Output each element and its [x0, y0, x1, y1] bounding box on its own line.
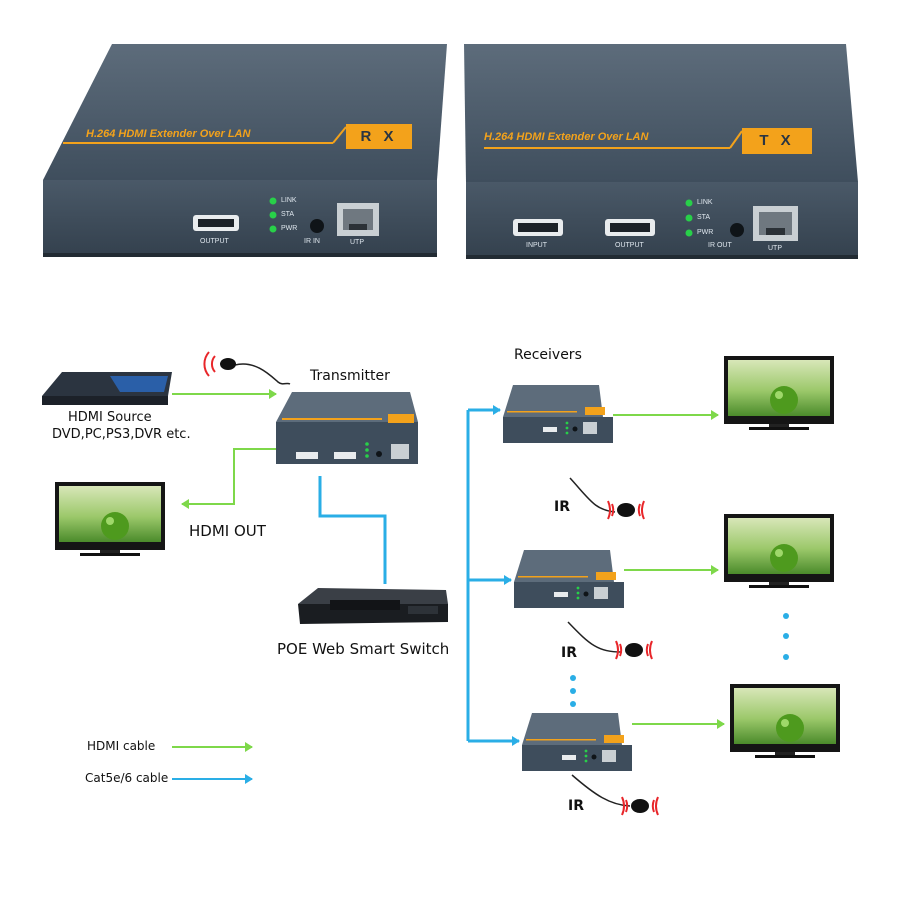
- ir-label-3: IR: [568, 798, 584, 814]
- rx-hdmi-port-label: OUTPUT: [200, 238, 229, 245]
- tx-utp-port-label: UTP: [768, 245, 782, 252]
- device-bodies-graphic: [43, 44, 858, 259]
- receivers-label: Receivers: [514, 347, 582, 363]
- tx-hdmi-in-port-label: INPUT: [526, 242, 547, 249]
- product-photo: H.264 HDMI Extender Over LAN R X LINK ST…: [0, 0, 900, 280]
- tv-3: [730, 684, 840, 758]
- hdmi-source-device: [42, 372, 172, 405]
- rx2-ir-receiver: [567, 621, 653, 660]
- rx-led-link-label: LINK: [281, 197, 297, 204]
- hdmi-cable-lines: [172, 389, 725, 729]
- tx-stripe-title: H.264 HDMI Extender Over LAN: [484, 131, 649, 143]
- hdmi-source-label: HDMI Source: [68, 410, 152, 425]
- rx-ir-port-label: IR IN: [304, 238, 320, 245]
- receiver-2: [514, 550, 624, 608]
- hdmi-source-sublabel: DVD,PC,PS3,DVR etc.: [52, 427, 191, 442]
- transmitter-label: Transmitter: [310, 368, 390, 384]
- tx-ir-port-label: IR OUT: [708, 242, 732, 249]
- rx-badge: R X: [346, 124, 412, 149]
- more-receivers-dots: [570, 675, 576, 707]
- receiver-1: [503, 385, 613, 443]
- ir-label-2: IR: [561, 645, 577, 661]
- rx-led-sta-label: STA: [281, 211, 295, 218]
- local-tv: [55, 482, 165, 556]
- transmitter-device: [276, 392, 418, 464]
- receiver-3: [522, 713, 632, 771]
- tx-led-link-label: LINK: [697, 199, 713, 206]
- tx-led-pwr-label: PWR: [697, 229, 714, 236]
- rx1-ir-receiver: [569, 477, 645, 520]
- rx-stripe-title: H.264 HDMI Extender Over LAN: [86, 128, 251, 140]
- tv-2: [724, 514, 834, 588]
- tx-hdmi-out-port-label: OUTPUT: [615, 242, 644, 249]
- rx-utp-port-label: UTP: [350, 239, 364, 246]
- ir-label-1: IR: [554, 499, 570, 515]
- more-displays-dots: [783, 613, 789, 660]
- rx-led-pwr-label: PWR: [281, 225, 298, 232]
- rx3-ir-receiver: [571, 774, 659, 816]
- hdmi-out-label: HDMI OUT: [189, 522, 266, 540]
- switch-label: POE Web Smart Switch: [277, 640, 450, 658]
- poe-switch-device: [298, 588, 448, 624]
- tx-badge: T X: [742, 128, 812, 154]
- cat-cable-lines: [318, 405, 520, 746]
- tx-led-sta-label: STA: [697, 214, 711, 221]
- legend-hdmi-label: HDMI cable: [87, 739, 156, 753]
- tv-1: [724, 356, 834, 430]
- tx-ir-emitter: [203, 351, 291, 385]
- legend-cat-label: Cat5e/6 cable: [85, 771, 169, 785]
